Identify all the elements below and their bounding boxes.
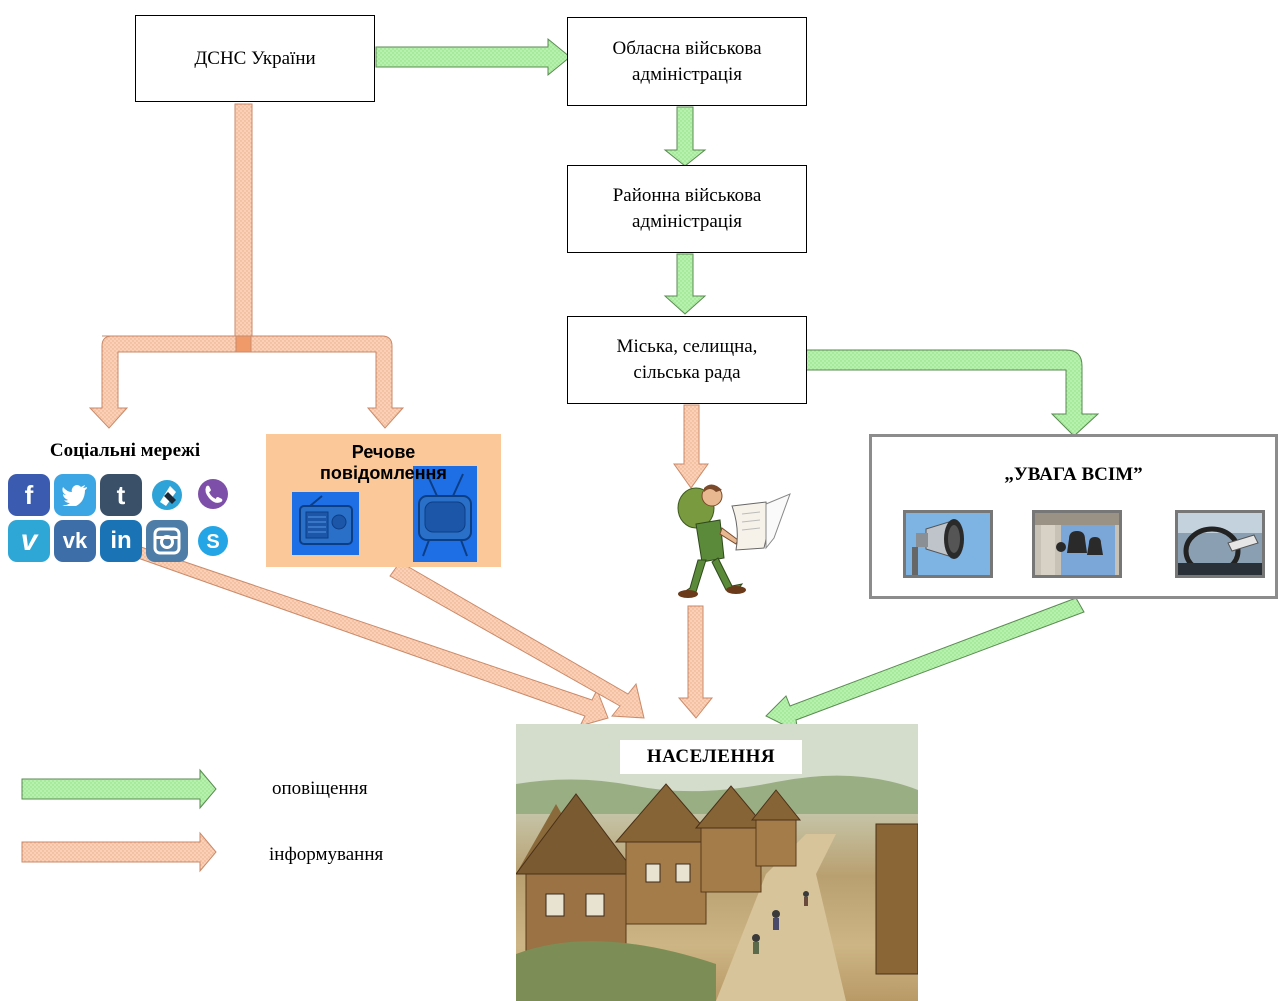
svg-text:S: S: [206, 531, 219, 553]
arrow-council-to-messenger: [673, 404, 709, 489]
skype-icon: S: [192, 520, 234, 562]
viber-icon: [192, 474, 234, 516]
bells-icon: [1032, 510, 1122, 578]
legend-notification-label: оповіщення: [272, 778, 368, 799]
periscope-icon: [146, 474, 188, 516]
attention-all-block: „УВАГА ВСІМ”: [869, 434, 1278, 599]
instagram-icon: [146, 520, 188, 562]
facebook-icon: f: [8, 474, 50, 516]
messenger-hiker-icon: [677, 484, 791, 598]
arrow-dsns-to-oblast: [375, 37, 571, 77]
arrow-dsns-down: [234, 103, 253, 347]
arrow-council-to-attention: [805, 349, 1100, 437]
node-local-council: Міська, селищна, сільська рада: [567, 316, 807, 404]
voice-message-title: Речове повідомлення: [320, 442, 447, 483]
population-title: НАСЕЛЕННЯ: [620, 740, 802, 774]
vk-icon: vk: [54, 520, 96, 562]
siren-icon: [903, 510, 993, 578]
voice-message-block: Речове повідомлення: [266, 434, 501, 567]
arrow-messenger-to-population: [677, 605, 714, 719]
attention-all-title: „УВАГА ВСІМ”: [1004, 464, 1143, 485]
arrow-attention-to-population: [765, 597, 1085, 733]
social-networks-title: Соціальні мережі: [49, 440, 201, 461]
car-signal-icon: [1175, 510, 1265, 578]
social-icons-grid: f t v vk in S: [8, 474, 234, 562]
split-junction: [235, 335, 252, 353]
arrow-voice-to-population: [389, 561, 645, 719]
arrow-social-to-population: [131, 545, 609, 727]
population-village-image: [516, 724, 918, 1001]
node-dsns: ДСНС України: [135, 15, 375, 102]
tv-icon: [413, 466, 477, 562]
arrow-oblast-to-raion: [663, 106, 707, 167]
vimeo-icon: v: [8, 520, 50, 562]
tumblr-icon: t: [100, 474, 142, 516]
linkedin-icon: in: [100, 520, 142, 562]
legend-notification-arrow: [21, 768, 217, 810]
radio-icon: [292, 492, 359, 555]
node-oblast-admin: Обласна військова адміністрація: [567, 17, 807, 106]
node-raion-admin: Районна військова адміністрація: [567, 165, 807, 253]
legend-informing-label: інформування: [269, 844, 384, 865]
arrow-raion-to-council: [663, 253, 707, 315]
legend-informing-arrow: [21, 831, 217, 873]
twitter-icon: [54, 474, 96, 516]
